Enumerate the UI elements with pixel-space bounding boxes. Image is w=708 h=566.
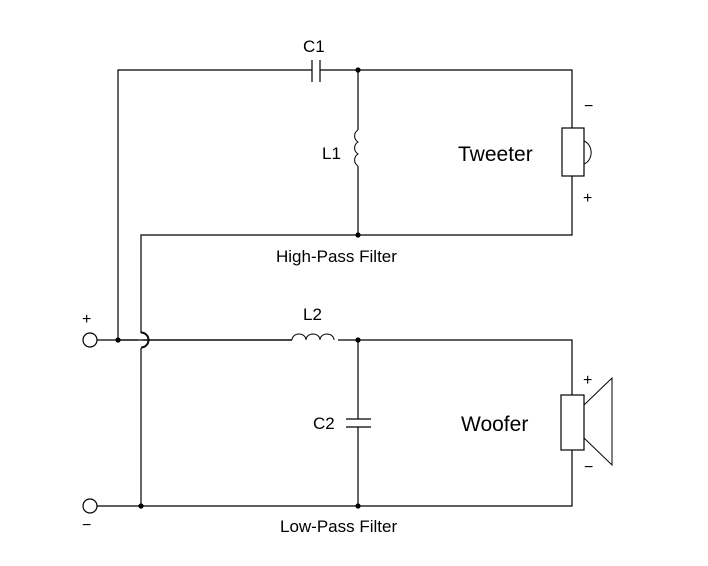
label-woofer: Woofer xyxy=(461,413,528,436)
woofer-terminal-bottom-sign: − xyxy=(584,459,593,476)
inductor-l2 xyxy=(291,333,335,341)
label-low-pass: Low-Pass Filter xyxy=(280,517,397,536)
input-minus-sign: − xyxy=(82,517,91,534)
capacitor-c2 xyxy=(346,418,371,428)
input-terminal-plus[interactable] xyxy=(82,332,98,348)
wire-hp-feed xyxy=(117,69,312,340)
wire-hp-top xyxy=(320,69,573,128)
label-c2: C2 xyxy=(313,414,335,433)
wire-hop-arc xyxy=(140,331,150,349)
junction-hp-bottom xyxy=(355,232,361,238)
tweeter-terminal-bottom-sign: + xyxy=(583,190,592,207)
label-l2: L2 xyxy=(303,305,322,324)
label-tweeter: Tweeter xyxy=(458,143,533,166)
wire-lp-return xyxy=(97,450,573,507)
input-terminal-minus[interactable] xyxy=(82,498,98,514)
inductor-l1 xyxy=(354,129,359,167)
label-l1: L1 xyxy=(322,144,341,163)
label-c1: C1 xyxy=(303,37,325,56)
tweeter-terminal-top-sign: − xyxy=(584,98,593,115)
wire-lp-top xyxy=(338,339,573,395)
junction-lp-bottom xyxy=(355,503,361,509)
capacitor-c1 xyxy=(311,60,321,82)
woofer-terminal-top-sign: + xyxy=(583,372,592,389)
input-plus-sign: + xyxy=(82,311,91,328)
label-high-pass: High-Pass Filter xyxy=(276,247,397,266)
woofer-speaker xyxy=(560,376,613,467)
tweeter-speaker xyxy=(561,127,592,177)
junction-minus-left xyxy=(138,503,144,509)
